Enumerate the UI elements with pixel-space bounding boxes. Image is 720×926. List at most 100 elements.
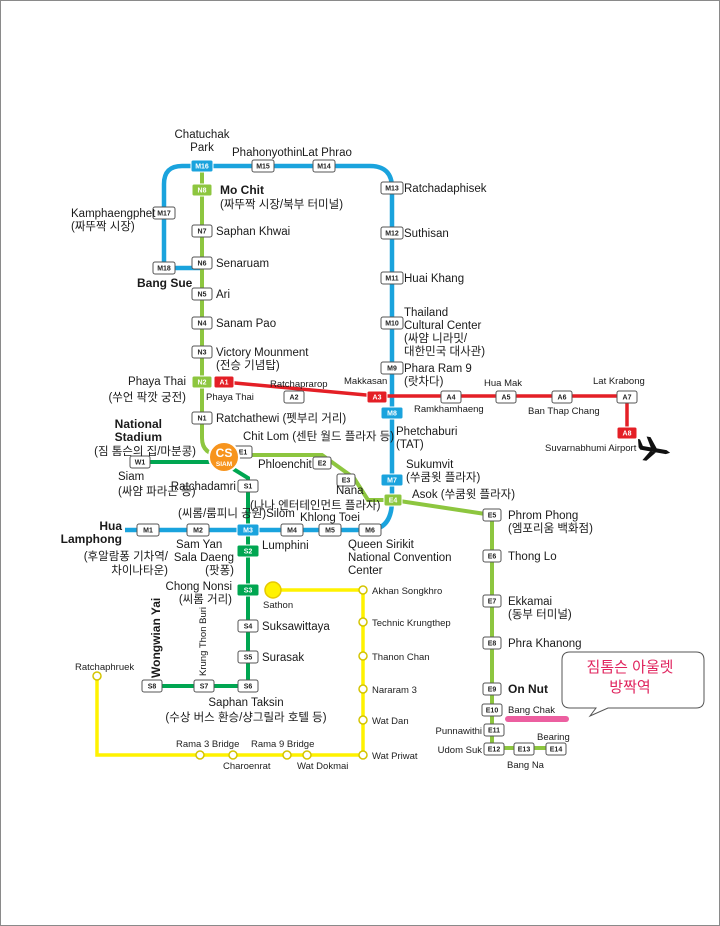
station-m14[interactable]: M14 (312, 159, 336, 173)
station-e2[interactable]: E2 (312, 456, 332, 470)
station-m17[interactable]: M17 (152, 206, 176, 220)
station-e12[interactable]: E12 (483, 742, 505, 756)
station-m18[interactable]: M18 (152, 261, 176, 275)
station-e3[interactable]: E3 (336, 473, 356, 487)
svg-text:M12: M12 (385, 231, 399, 238)
station-n5[interactable]: N5 (191, 287, 213, 301)
station-n6[interactable]: N6 (191, 256, 213, 270)
svg-text:M5: M5 (325, 528, 335, 535)
station-e7[interactable]: E7 (482, 594, 502, 608)
station-m15[interactable]: M15 (251, 159, 275, 173)
svg-text:E5: E5 (488, 513, 497, 520)
station-e4[interactable]: E4 (383, 493, 403, 507)
station-e14[interactable]: E14 (545, 742, 567, 756)
station-m10[interactable]: M10 (380, 316, 404, 330)
svg-text:M13: M13 (385, 186, 399, 193)
svg-text:E10: E10 (486, 708, 499, 715)
station-e13[interactable]: E13 (513, 742, 535, 756)
station-a3[interactable]: A3 (366, 390, 388, 404)
station-s8[interactable]: S8 (141, 679, 163, 693)
svg-text:N2: N2 (198, 380, 207, 387)
station-e9[interactable]: E9 (482, 682, 502, 696)
svg-text:M10: M10 (385, 321, 399, 328)
station-a5[interactable]: A5 (495, 390, 517, 404)
station-m5[interactable]: M5 (318, 523, 342, 537)
station-m12[interactable]: M12 (380, 226, 404, 240)
brt-station-charoenrat[interactable] (228, 750, 238, 760)
svg-text:M4: M4 (287, 528, 297, 535)
station-e6[interactable]: E6 (482, 549, 502, 563)
svg-text:M2: M2 (193, 528, 203, 535)
svg-text:E2: E2 (318, 461, 327, 468)
brt-station-wat-priwat[interactable] (358, 750, 368, 760)
station-n3[interactable]: N3 (191, 345, 213, 359)
station-e11[interactable]: E11 (483, 723, 505, 737)
station-label-a8: Suvarnabhumi Airport (545, 443, 637, 454)
station-a4[interactable]: A4 (440, 390, 462, 404)
station-m2[interactable]: M2 (186, 523, 210, 537)
station-s4[interactable]: S4 (237, 619, 259, 633)
station-s5[interactable]: S5 (237, 650, 259, 664)
svg-text:S3: S3 (244, 588, 253, 595)
brt-station-wat-dan[interactable] (358, 715, 368, 725)
brt-station-nararam-3[interactable] (358, 684, 368, 694)
station-label-m14: Lat Phrao (302, 147, 352, 159)
station-s2[interactable]: S2 (236, 544, 260, 558)
station-n8[interactable]: N8 (191, 183, 213, 197)
station-s7[interactable]: S7 (193, 679, 215, 693)
station-m4[interactable]: M4 (280, 523, 304, 537)
station-m9[interactable]: M9 (380, 361, 404, 375)
station-w1[interactable]: W1 (129, 455, 151, 469)
station-m3[interactable]: M3 (236, 523, 260, 537)
station-a6[interactable]: A6 (551, 390, 573, 404)
station-e10[interactable]: E10 (481, 703, 503, 717)
airplane-icon (638, 436, 671, 461)
station-n1[interactable]: N1 (191, 411, 213, 425)
station-m7[interactable]: M7 (380, 473, 404, 487)
brt-label-technic-krungthep: Technic Krungthep (372, 618, 451, 629)
station-s6[interactable]: S6 (237, 679, 259, 693)
station-a7[interactable]: A7 (616, 390, 638, 404)
station-label-e3-sub: (나나 엔터테인먼트 플라자) (250, 499, 381, 512)
brt-station-technic-krungthep[interactable] (358, 617, 368, 627)
brt-station-ratchaphruek[interactable] (92, 671, 102, 681)
station-m8[interactable]: M8 (380, 406, 404, 420)
station-label-n8: Mo Chit (220, 183, 264, 197)
svg-text:N6: N6 (198, 261, 207, 268)
brt-station-rama-9-bridge[interactable] (282, 750, 292, 760)
station-m6[interactable]: M6 (358, 523, 382, 537)
brt-station-thanon-chan[interactable] (358, 651, 368, 661)
station-n7[interactable]: N7 (191, 224, 213, 238)
svg-text:N1: N1 (198, 416, 207, 423)
station-e5[interactable]: E5 (482, 508, 502, 522)
station-m13[interactable]: M13 (380, 181, 404, 195)
station-label-n6: Senaruam (216, 258, 269, 270)
station-a2[interactable]: A2 (283, 390, 305, 404)
station-s3[interactable]: S3 (236, 583, 260, 597)
station-n2[interactable]: N2 (191, 375, 213, 389)
svg-text:A1: A1 (220, 380, 229, 387)
station-e8[interactable]: E8 (482, 636, 502, 650)
svg-text:A3: A3 (373, 395, 382, 402)
cs-siam-interchange[interactable]: CS SIAM (208, 441, 240, 473)
station-label-m3: (씨롬/룸피니 공원)Silom (178, 506, 295, 520)
station-a8[interactable]: A8 (616, 426, 638, 440)
station-a1[interactable]: A1 (213, 375, 235, 389)
brt-station-rama-3-bridge[interactable] (195, 750, 205, 760)
brt-label-charoenrat: Charoenrat (223, 761, 271, 772)
station-m11[interactable]: M11 (380, 271, 404, 285)
brt-station-wat-dokmai[interactable] (302, 750, 312, 760)
station-label-e2: Phloenchit (258, 459, 313, 471)
svg-text:E3: E3 (342, 478, 351, 485)
station-n4[interactable]: N4 (191, 316, 213, 330)
svg-text:M1: M1 (143, 528, 153, 535)
station-m16[interactable]: M16 (190, 159, 214, 173)
brt-label-ratchaphruek: Ratchaphruek (75, 662, 134, 673)
station-label-n4: Sanam Pao (216, 318, 276, 330)
station-m1[interactable]: M1 (136, 523, 160, 537)
brt-station-sathon[interactable] (264, 581, 282, 599)
brt-station-akhan-songkhro[interactable] (358, 585, 368, 595)
station-s1[interactable]: S1 (237, 479, 259, 493)
